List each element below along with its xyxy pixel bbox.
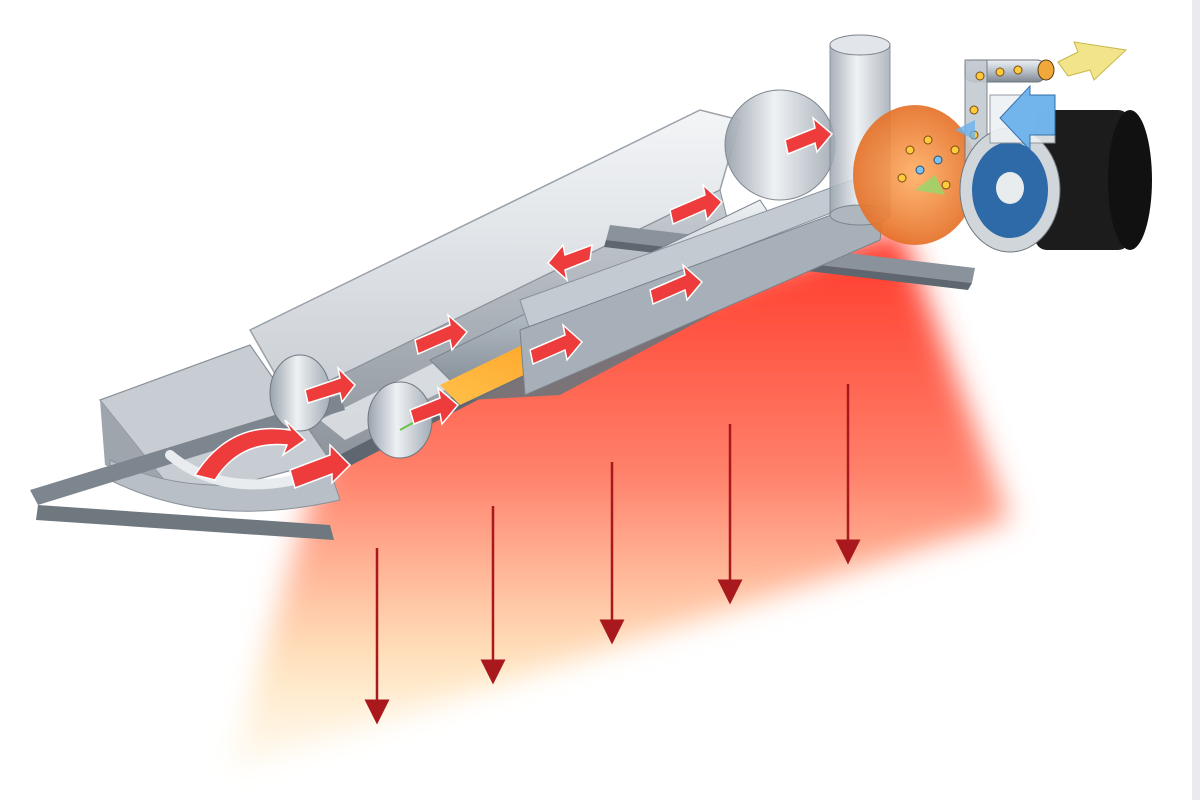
radiant-tube xyxy=(429,169,891,405)
flow-arrow xyxy=(414,312,469,356)
fan-motor xyxy=(959,110,1152,253)
fuel-in xyxy=(1057,41,1128,81)
return-bend xyxy=(165,354,446,490)
flow-arrow xyxy=(193,419,307,481)
flow-arrow xyxy=(529,322,584,366)
air-arrow xyxy=(999,84,1056,152)
flow-arrow xyxy=(409,386,460,426)
flow-arrow xyxy=(546,243,593,283)
flow-arrow xyxy=(289,443,352,489)
burner-chamber xyxy=(724,34,977,245)
radiant-heat-zone xyxy=(230,230,1010,770)
page-edge xyxy=(1192,0,1200,800)
hot-gas-flow xyxy=(193,116,834,489)
air-in xyxy=(955,84,1056,152)
flow-arrow xyxy=(649,262,704,306)
flow-arrow xyxy=(304,365,356,404)
flow-arrow xyxy=(669,182,724,226)
fuel-arrow xyxy=(1057,41,1128,81)
flow-arrow xyxy=(784,116,834,156)
radiant-heat xyxy=(364,384,861,725)
